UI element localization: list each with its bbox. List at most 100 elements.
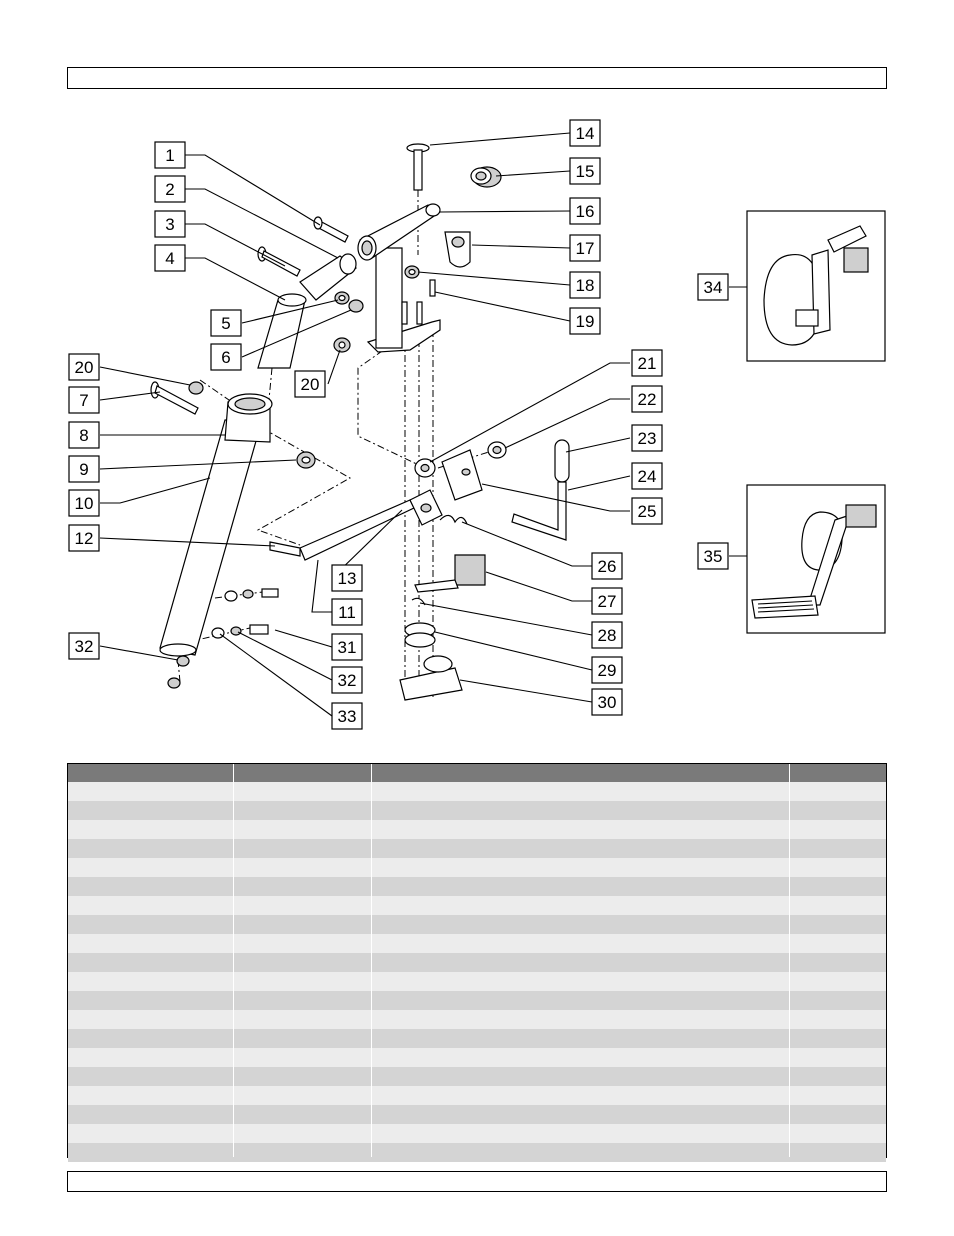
svg-text:29: 29 bbox=[598, 661, 617, 680]
page-header-bar bbox=[67, 67, 887, 89]
svg-text:28: 28 bbox=[598, 626, 617, 645]
callout-17: 17 bbox=[569, 234, 601, 262]
callout-3: 3 bbox=[154, 210, 186, 238]
svg-text:32: 32 bbox=[338, 671, 357, 690]
part-washer-21 bbox=[414, 458, 436, 478]
part-bracket-25 bbox=[441, 449, 483, 501]
table-header-row bbox=[68, 764, 886, 782]
table-row bbox=[68, 915, 886, 934]
table-row bbox=[68, 953, 886, 972]
callout-32-right: 32 bbox=[331, 666, 363, 694]
svg-text:27: 27 bbox=[598, 592, 617, 611]
svg-text:16: 16 bbox=[576, 202, 595, 221]
part-nut-5 bbox=[334, 291, 350, 305]
callout-21: 21 bbox=[631, 349, 663, 377]
svg-text:6: 6 bbox=[221, 348, 230, 367]
part-pin-14 bbox=[406, 143, 430, 191]
table-row bbox=[68, 877, 886, 896]
part-nut-18 bbox=[404, 265, 420, 279]
callout-28: 28 bbox=[591, 621, 623, 649]
callout-7: 7 bbox=[68, 386, 100, 414]
callout-23: 23 bbox=[631, 424, 663, 452]
table-row bbox=[68, 934, 886, 953]
table-row bbox=[68, 972, 886, 991]
svg-text:10: 10 bbox=[75, 494, 94, 513]
table-row bbox=[68, 1143, 886, 1162]
callout-31: 31 bbox=[331, 633, 363, 661]
callout-6: 6 bbox=[210, 343, 242, 371]
svg-text:5: 5 bbox=[221, 314, 230, 333]
callout-25: 25 bbox=[631, 497, 663, 525]
svg-text:31: 31 bbox=[338, 638, 357, 657]
callout-9: 9 bbox=[68, 455, 100, 483]
table-row bbox=[68, 1029, 886, 1048]
svg-text:35: 35 bbox=[704, 547, 723, 566]
svg-text:15: 15 bbox=[576, 162, 595, 181]
callout-29: 29 bbox=[591, 656, 623, 684]
callout-10: 10 bbox=[68, 489, 100, 517]
table-row bbox=[68, 1010, 886, 1029]
callout-13: 13 bbox=[331, 564, 363, 592]
svg-text:20: 20 bbox=[301, 375, 320, 394]
table-column-separator bbox=[371, 764, 372, 1157]
callout-33: 33 bbox=[331, 702, 363, 730]
svg-text:2: 2 bbox=[165, 180, 174, 199]
callout-20-center: 20 bbox=[294, 370, 326, 398]
part-sleeve-4 bbox=[257, 293, 307, 369]
svg-text:24: 24 bbox=[638, 467, 657, 486]
table-row bbox=[68, 1067, 886, 1086]
svg-text:14: 14 bbox=[576, 124, 595, 143]
callout-19: 19 bbox=[569, 307, 601, 335]
callout-18: 18 bbox=[569, 271, 601, 299]
part-handle-23-24 bbox=[511, 439, 570, 541]
part-cap-15 bbox=[470, 166, 502, 188]
svg-text:30: 30 bbox=[598, 693, 617, 712]
part-rod-12 bbox=[269, 499, 415, 561]
part-bolt-3 bbox=[257, 246, 301, 277]
callout-26: 26 bbox=[591, 552, 623, 580]
svg-text:7: 7 bbox=[79, 391, 88, 410]
part-block-13 bbox=[409, 489, 443, 526]
table-row bbox=[68, 1124, 886, 1143]
table-row bbox=[68, 1105, 886, 1124]
svg-text:22: 22 bbox=[638, 390, 657, 409]
table-row bbox=[68, 820, 886, 839]
svg-text:18: 18 bbox=[576, 276, 595, 295]
callout-32-left: 32 bbox=[68, 632, 100, 660]
part-nut-22 bbox=[487, 441, 507, 459]
table-column-separator bbox=[233, 764, 234, 1157]
callout-2: 2 bbox=[154, 175, 186, 203]
exploded-parts-diagram: 1 2 3 4 5 6 7 8 9 10 11 12 13 14 15 16 1… bbox=[68, 119, 886, 730]
table-column-separator bbox=[789, 764, 790, 1157]
part-nut-9 bbox=[296, 451, 316, 469]
callout-4: 4 bbox=[154, 244, 186, 272]
part-nut-20b bbox=[188, 381, 204, 395]
svg-text:23: 23 bbox=[638, 429, 657, 448]
part-nuts-32 bbox=[167, 655, 190, 689]
part-clevis-2 bbox=[299, 253, 357, 301]
part-plate-27 bbox=[414, 554, 486, 593]
svg-text:19: 19 bbox=[576, 312, 595, 331]
part-screws-19 bbox=[401, 279, 436, 325]
page-footer-bar bbox=[67, 1171, 887, 1192]
table-row bbox=[68, 896, 886, 915]
inset-35-legrest-footplate bbox=[746, 484, 886, 634]
part-tube-8-10 bbox=[159, 393, 273, 657]
table-row bbox=[68, 839, 886, 858]
callout-27: 27 bbox=[591, 587, 623, 615]
svg-text:25: 25 bbox=[638, 502, 657, 521]
svg-text:32: 32 bbox=[75, 637, 94, 656]
callout-22: 22 bbox=[631, 385, 663, 413]
part-collar-29 bbox=[404, 622, 436, 648]
callout-30: 30 bbox=[591, 688, 623, 716]
svg-text:33: 33 bbox=[338, 707, 357, 726]
svg-text:8: 8 bbox=[79, 426, 88, 445]
part-clip-17 bbox=[444, 231, 471, 268]
callout-1: 1 bbox=[154, 141, 186, 169]
table-row bbox=[68, 1086, 886, 1105]
callout-35: 35 bbox=[697, 542, 729, 570]
part-spring-26 bbox=[439, 514, 468, 525]
svg-text:21: 21 bbox=[638, 354, 657, 373]
callout-24: 24 bbox=[631, 462, 663, 490]
part-bolt-7 bbox=[150, 381, 199, 415]
